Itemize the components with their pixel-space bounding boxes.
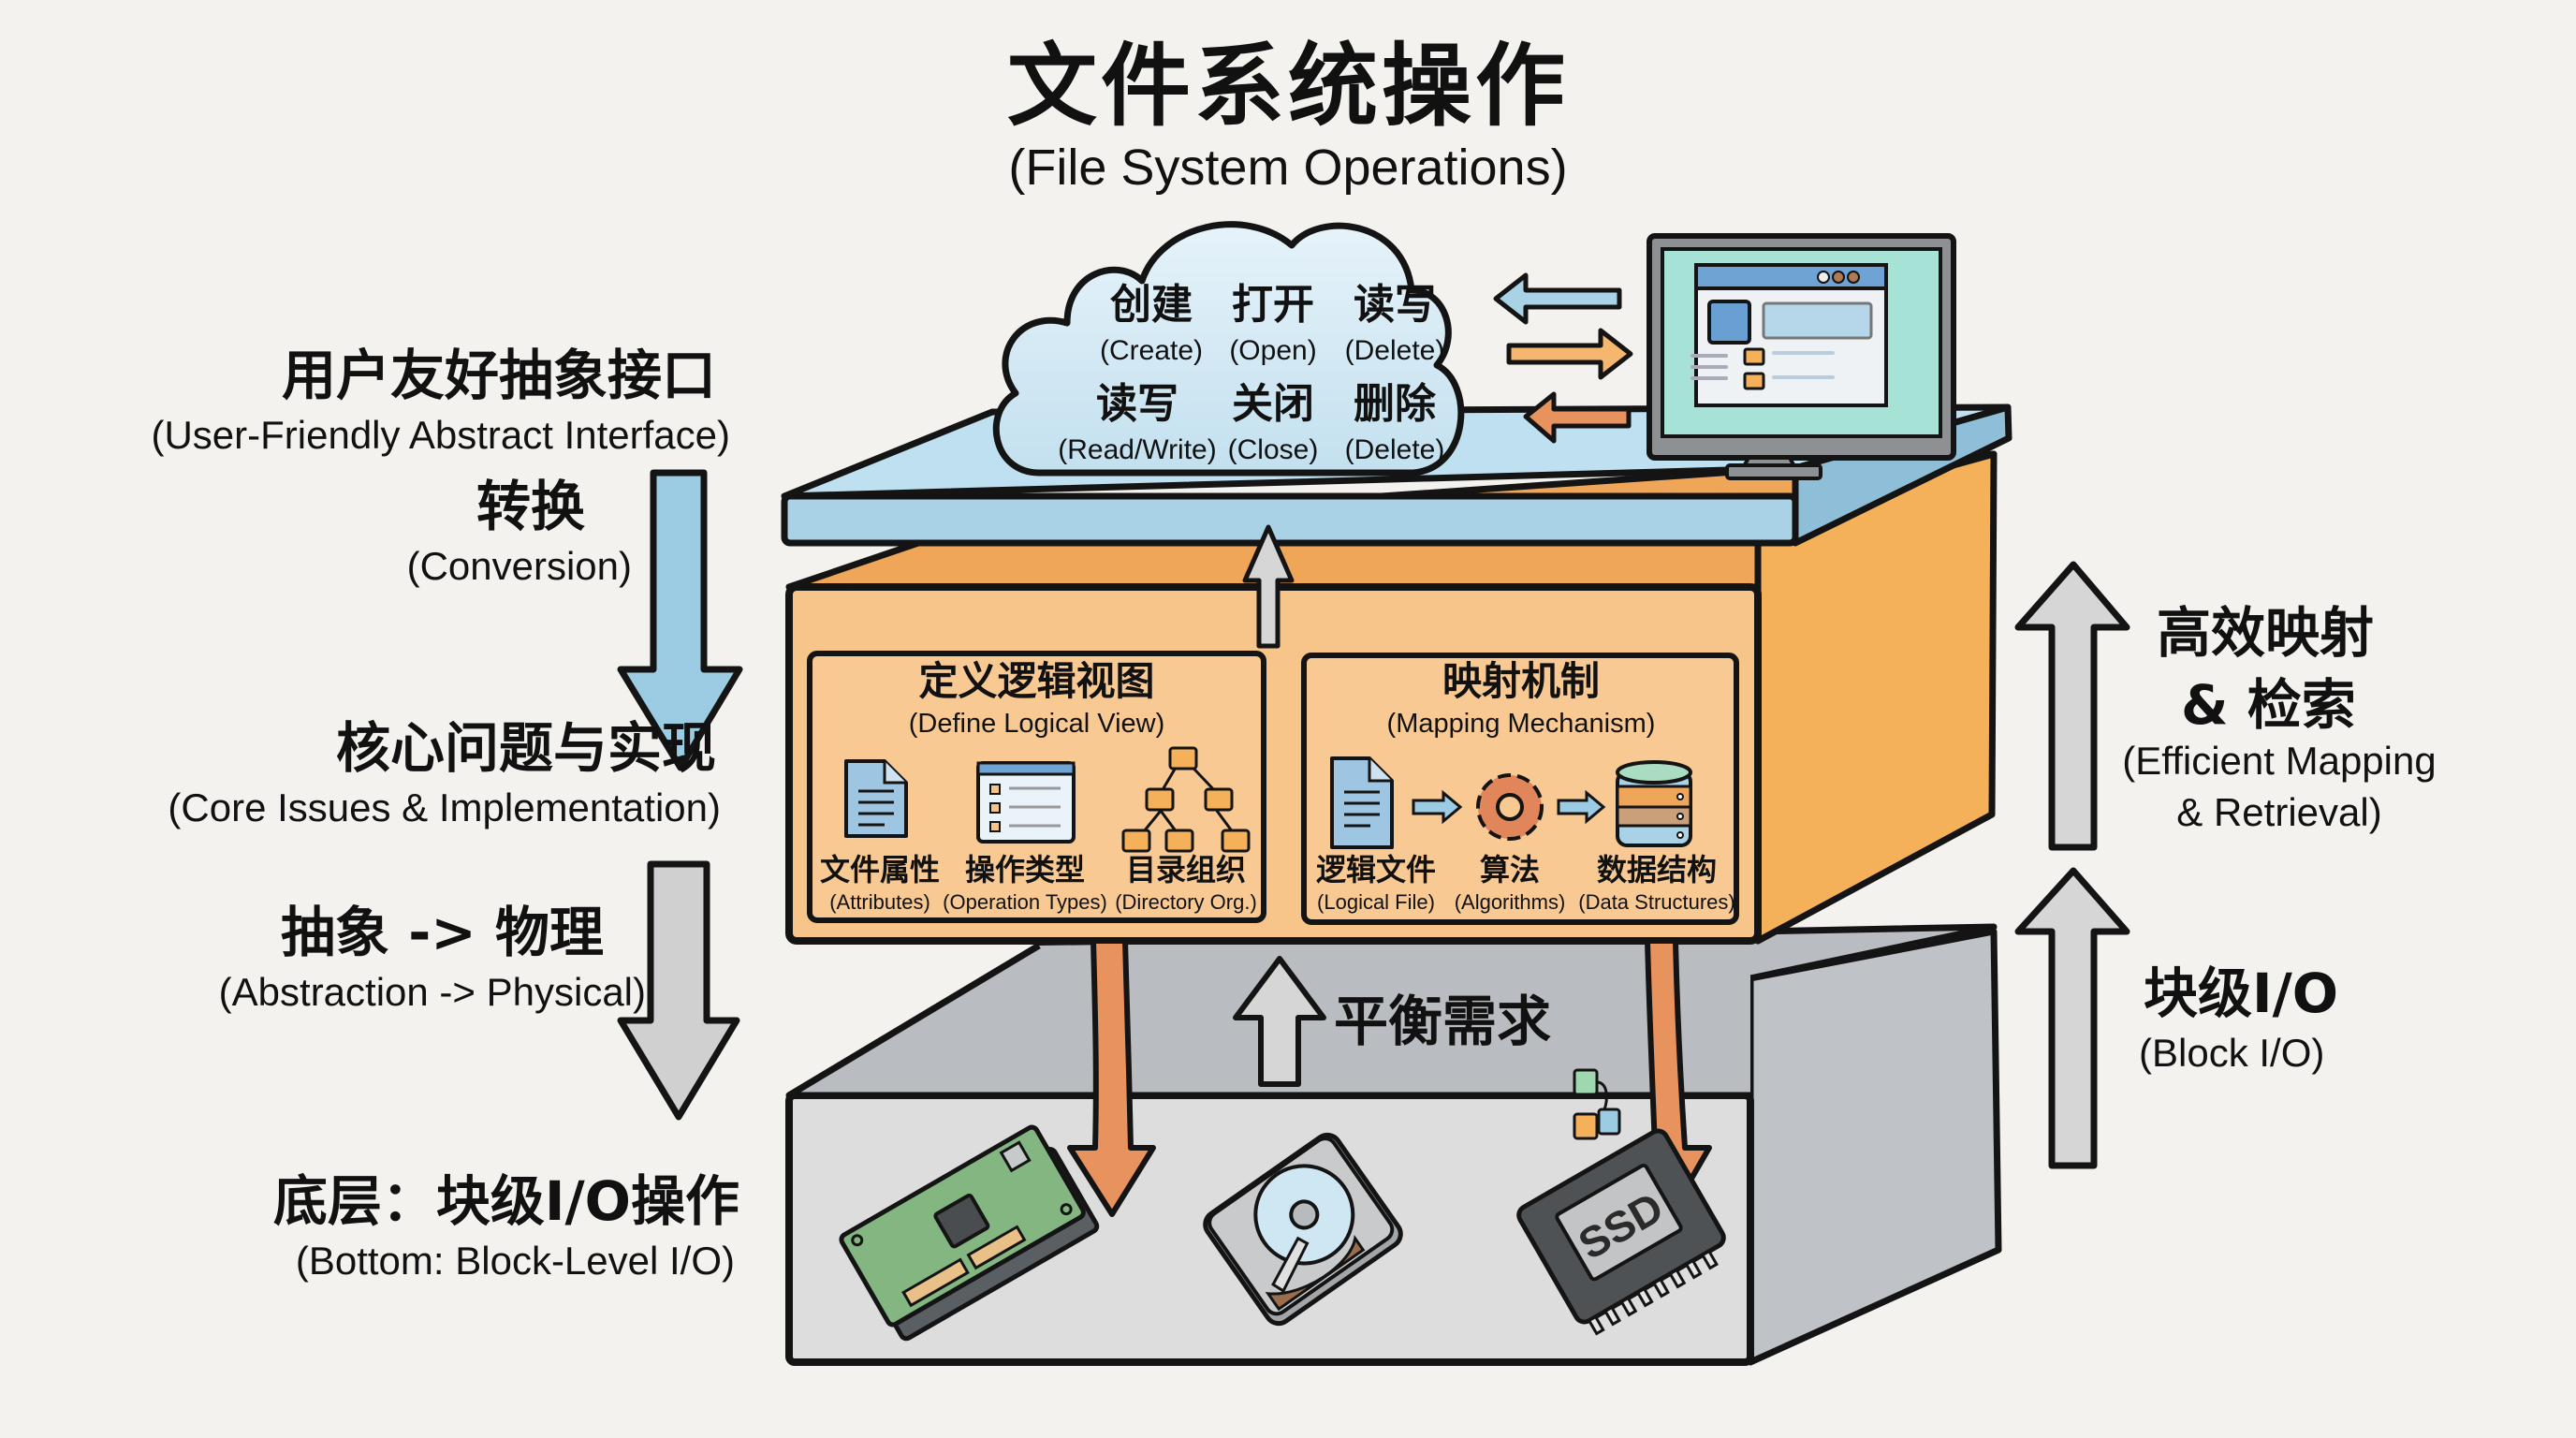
arrow-left-orange [1523, 391, 1632, 444]
op-open-cn: 打开 [1232, 281, 1314, 329]
op-open-en: (Open) [1229, 335, 1317, 366]
page-title: 文件系统操作 [1007, 34, 1569, 139]
label-core-en: (Core Issues & Implementation) [168, 785, 721, 829]
item-logical-file-cn: 逻辑文件 [1315, 852, 1436, 888]
op-create-en: (Create) [1099, 335, 1204, 366]
label-abstraction-cn: 抽象 -> 物理 [281, 901, 605, 964]
label-block-io-en: (Block I/O) [2139, 1031, 2325, 1075]
arrow-down-orange-left [1067, 938, 1156, 1217]
label-bottom-en: (Bottom: Block-Level I/O) [295, 1239, 735, 1283]
database-icon [1616, 760, 1692, 847]
item-operation-types-en: (Operation Types) [943, 890, 1107, 914]
window-icon [976, 761, 1076, 844]
bottom-layer-side-face [1747, 928, 2002, 1366]
item-algorithms-cn: 算法 [1479, 852, 1540, 888]
op-close-en: (Close) [1227, 434, 1319, 465]
page-subtitle: (File System Operations) [1008, 139, 1568, 196]
arrow-down-abstraction [617, 860, 740, 1121]
arrow-right-orange [1506, 328, 1633, 380]
item-operation-types-cn: 操作类型 [964, 852, 1085, 888]
arrow-up-block-io [2014, 867, 2130, 1169]
folder-tree-icon [1121, 746, 1251, 853]
operations-cloud [992, 221, 1465, 477]
op-delete-en: (Delete) [1344, 434, 1445, 465]
label-conversion-en: (Conversion) [406, 544, 632, 588]
item-data-structures-en: (Data Structures) [1578, 890, 1735, 914]
label-mapping-cn-2: & 检索 [2181, 673, 2356, 737]
label-abstraction-en: (Abstraction -> Physical) [218, 970, 646, 1014]
block-cubes-icon [1573, 1068, 1621, 1140]
op-delete-cn: 删除 [1354, 380, 1436, 428]
ssd-icon: SSD [1516, 1128, 1726, 1336]
balance-label: 平衡需求 [1334, 990, 1552, 1053]
logical-view-subtitle: (Define Logical View) [908, 709, 1165, 739]
item-data-structures-cn: 数据结构 [1596, 852, 1717, 888]
circuit-board-icon [839, 1124, 1100, 1342]
op-readwrite-top-cn: 读写 [1354, 281, 1436, 329]
item-attributes-cn: 文件属性 [819, 852, 940, 888]
hard-disk-icon [1203, 1132, 1403, 1327]
logical-view-title: 定义逻辑视图 [918, 658, 1155, 704]
label-conversion-cn: 转换 [476, 475, 585, 538]
item-directory-en: (Directory Org.) [1115, 890, 1257, 914]
arrow-left-blue [1493, 272, 1622, 325]
top-layer-front-face [781, 492, 1799, 547]
flow-arrow-icon [1412, 789, 1463, 825]
mapping-subtitle: (Mapping Mechanism) [1386, 709, 1656, 739]
item-directory-cn: 目录组织 [1125, 852, 1246, 888]
op-close-cn: 关闭 [1232, 380, 1314, 428]
gear-icon [1476, 773, 1544, 841]
document-icon [844, 759, 908, 838]
flow-arrow-icon [1557, 789, 1606, 825]
op-readwrite-cn: 读写 [1096, 380, 1178, 428]
arrow-up-balance [1233, 956, 1326, 1087]
label-mapping-en-1: (Efficient Mapping [2122, 739, 2437, 783]
label-block-io-cn: 块级I/O [2144, 961, 2339, 1025]
arrow-down-conversion [617, 469, 743, 771]
logical-file-icon [1330, 756, 1394, 849]
item-attributes-en: (Attributes) [829, 890, 930, 914]
label-interface-cn: 用户友好抽象接口 [281, 344, 716, 407]
arrow-up-mapping [2014, 561, 2130, 851]
sync-arrows [1493, 272, 1633, 444]
op-create-cn: 创建 [1110, 281, 1193, 329]
label-interface-en: (User-Friendly Abstract Interface) [151, 413, 730, 457]
label-mapping-cn-1: 高效映射 [2156, 601, 2374, 665]
monitor-icon [1647, 233, 1956, 480]
arrow-up-interface [1242, 524, 1295, 649]
item-algorithms-en: (Algorithms) [1454, 890, 1566, 914]
mapping-title: 映射机制 [1442, 658, 1600, 704]
label-mapping-en-2: & Retrieval) [2176, 790, 2382, 834]
label-core-cn: 核心问题与实现 [335, 716, 716, 780]
op-readwrite-en: (Read/Write) [1058, 434, 1217, 465]
label-bottom-cn: 底层：块级I/O操作 [272, 1169, 739, 1233]
item-logical-file-en: (Logical File) [1317, 890, 1435, 914]
op-readwrite-top-en: (Delete) [1344, 335, 1445, 366]
